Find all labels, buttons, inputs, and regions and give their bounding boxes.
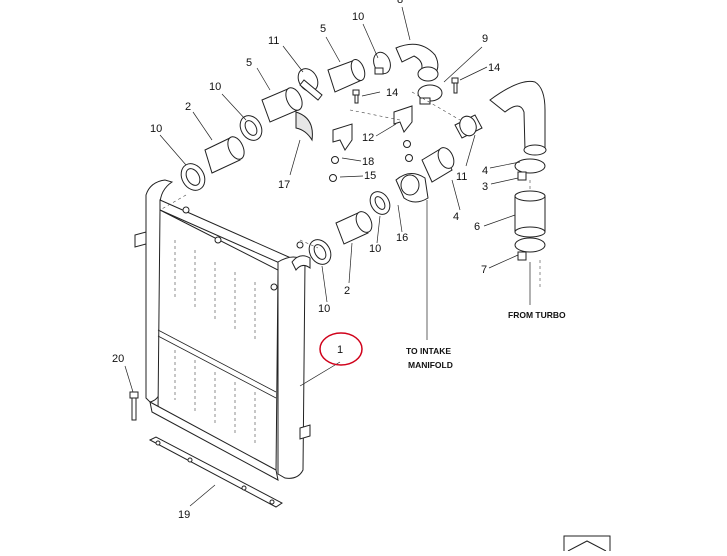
callout-12: 12 [362,132,374,144]
callout-18: 18 [362,156,374,168]
intake-manifold-caption-line1: TO INTAKE [406,346,451,356]
callout-20: 20 [112,353,124,365]
mounting-bolt [129,391,139,421]
callout-16: 16 [396,232,408,244]
top-hose-assembly [327,43,443,105]
callout-9: 9 [482,33,488,45]
page-corner-icon[interactable] [563,535,611,556]
callout-11: 11 [456,171,467,183]
callout-10: 10 [150,123,162,135]
callout-2: 2 [344,285,350,297]
callout-11: 11 [268,35,279,47]
center-bracket-assembly [329,105,413,182]
left-hose-assembly [180,68,323,191]
callout-1: 1 [337,344,343,356]
callout-6: 6 [474,221,480,233]
intake-manifold-caption-line2: MANIFOLD [408,360,453,370]
callout-4: 4 [453,211,459,223]
callout-5: 5 [320,23,326,35]
callout-labels: 1 2 2 3 4 4 5 5 6 7 8 9 10 10 10 10 10 1… [112,0,500,521]
callout-10: 10 [318,303,330,315]
callout-10: 10 [209,81,221,93]
callout-15: 15 [364,170,376,182]
turbo-pipe-assembly [451,77,547,261]
center-hose-assembly [308,114,483,265]
highlight-ellipse [319,332,363,366]
intercooler-core [134,179,311,481]
callout-19: 19 [178,509,190,521]
callout-10: 10 [352,11,364,23]
callout-8: 8 [397,0,403,6]
callout-3: 3 [482,181,488,193]
callout-14: 14 [488,62,500,74]
captions: TO INTAKE MANIFOLD FROM TURBO [406,310,566,370]
bottom-bracket [148,436,283,508]
callout-10: 10 [369,243,381,255]
callout-7: 7 [481,264,487,276]
callout-2: 2 [185,101,191,113]
leader-lines [124,6,541,507]
callout-17: 17 [278,179,290,191]
callout-5: 5 [246,57,252,69]
from-turbo-caption: FROM TURBO [508,310,566,320]
callout-4: 4 [482,165,488,177]
callout-14: 14 [386,87,398,99]
